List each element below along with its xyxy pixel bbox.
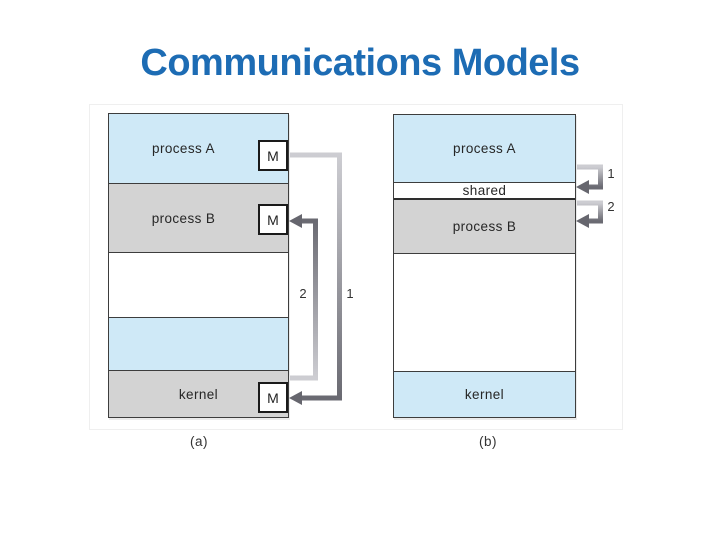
band-process-b-label: process B (151, 210, 216, 226)
band-shared: shared (394, 182, 575, 198)
band-kernel-label: kernel (178, 386, 219, 402)
step-label-1-b: 1 (607, 166, 615, 181)
band-shared-label: shared (462, 183, 507, 198)
band-empty-blue (109, 317, 288, 370)
band-process-a: process A (394, 115, 575, 182)
band-process-a-label: process A (152, 141, 215, 156)
band-process-b: process B (394, 198, 575, 253)
diagram-shared-memory: process A shared process B kernel (393, 114, 576, 418)
band-process-a-label: process A (453, 141, 516, 156)
slide-title: Communications Models (140, 42, 580, 84)
band-process-b-label: process B (452, 219, 517, 234)
message-box-process-b: M (258, 204, 288, 235)
step-label-1-a: 1 (346, 286, 354, 301)
message-box-process-a: M (258, 140, 288, 171)
caption-b: (b) (479, 434, 497, 449)
step-label-2-b: 2 (607, 199, 615, 214)
figure-frame (89, 104, 623, 430)
band-empty-white (394, 253, 575, 371)
band-empty-white (109, 252, 288, 317)
band-kernel-label: kernel (464, 387, 505, 402)
step-label-2-a: 2 (299, 286, 307, 301)
band-kernel: kernel (394, 371, 575, 417)
caption-a: (a) (190, 434, 208, 449)
message-box-kernel: M (258, 382, 288, 413)
